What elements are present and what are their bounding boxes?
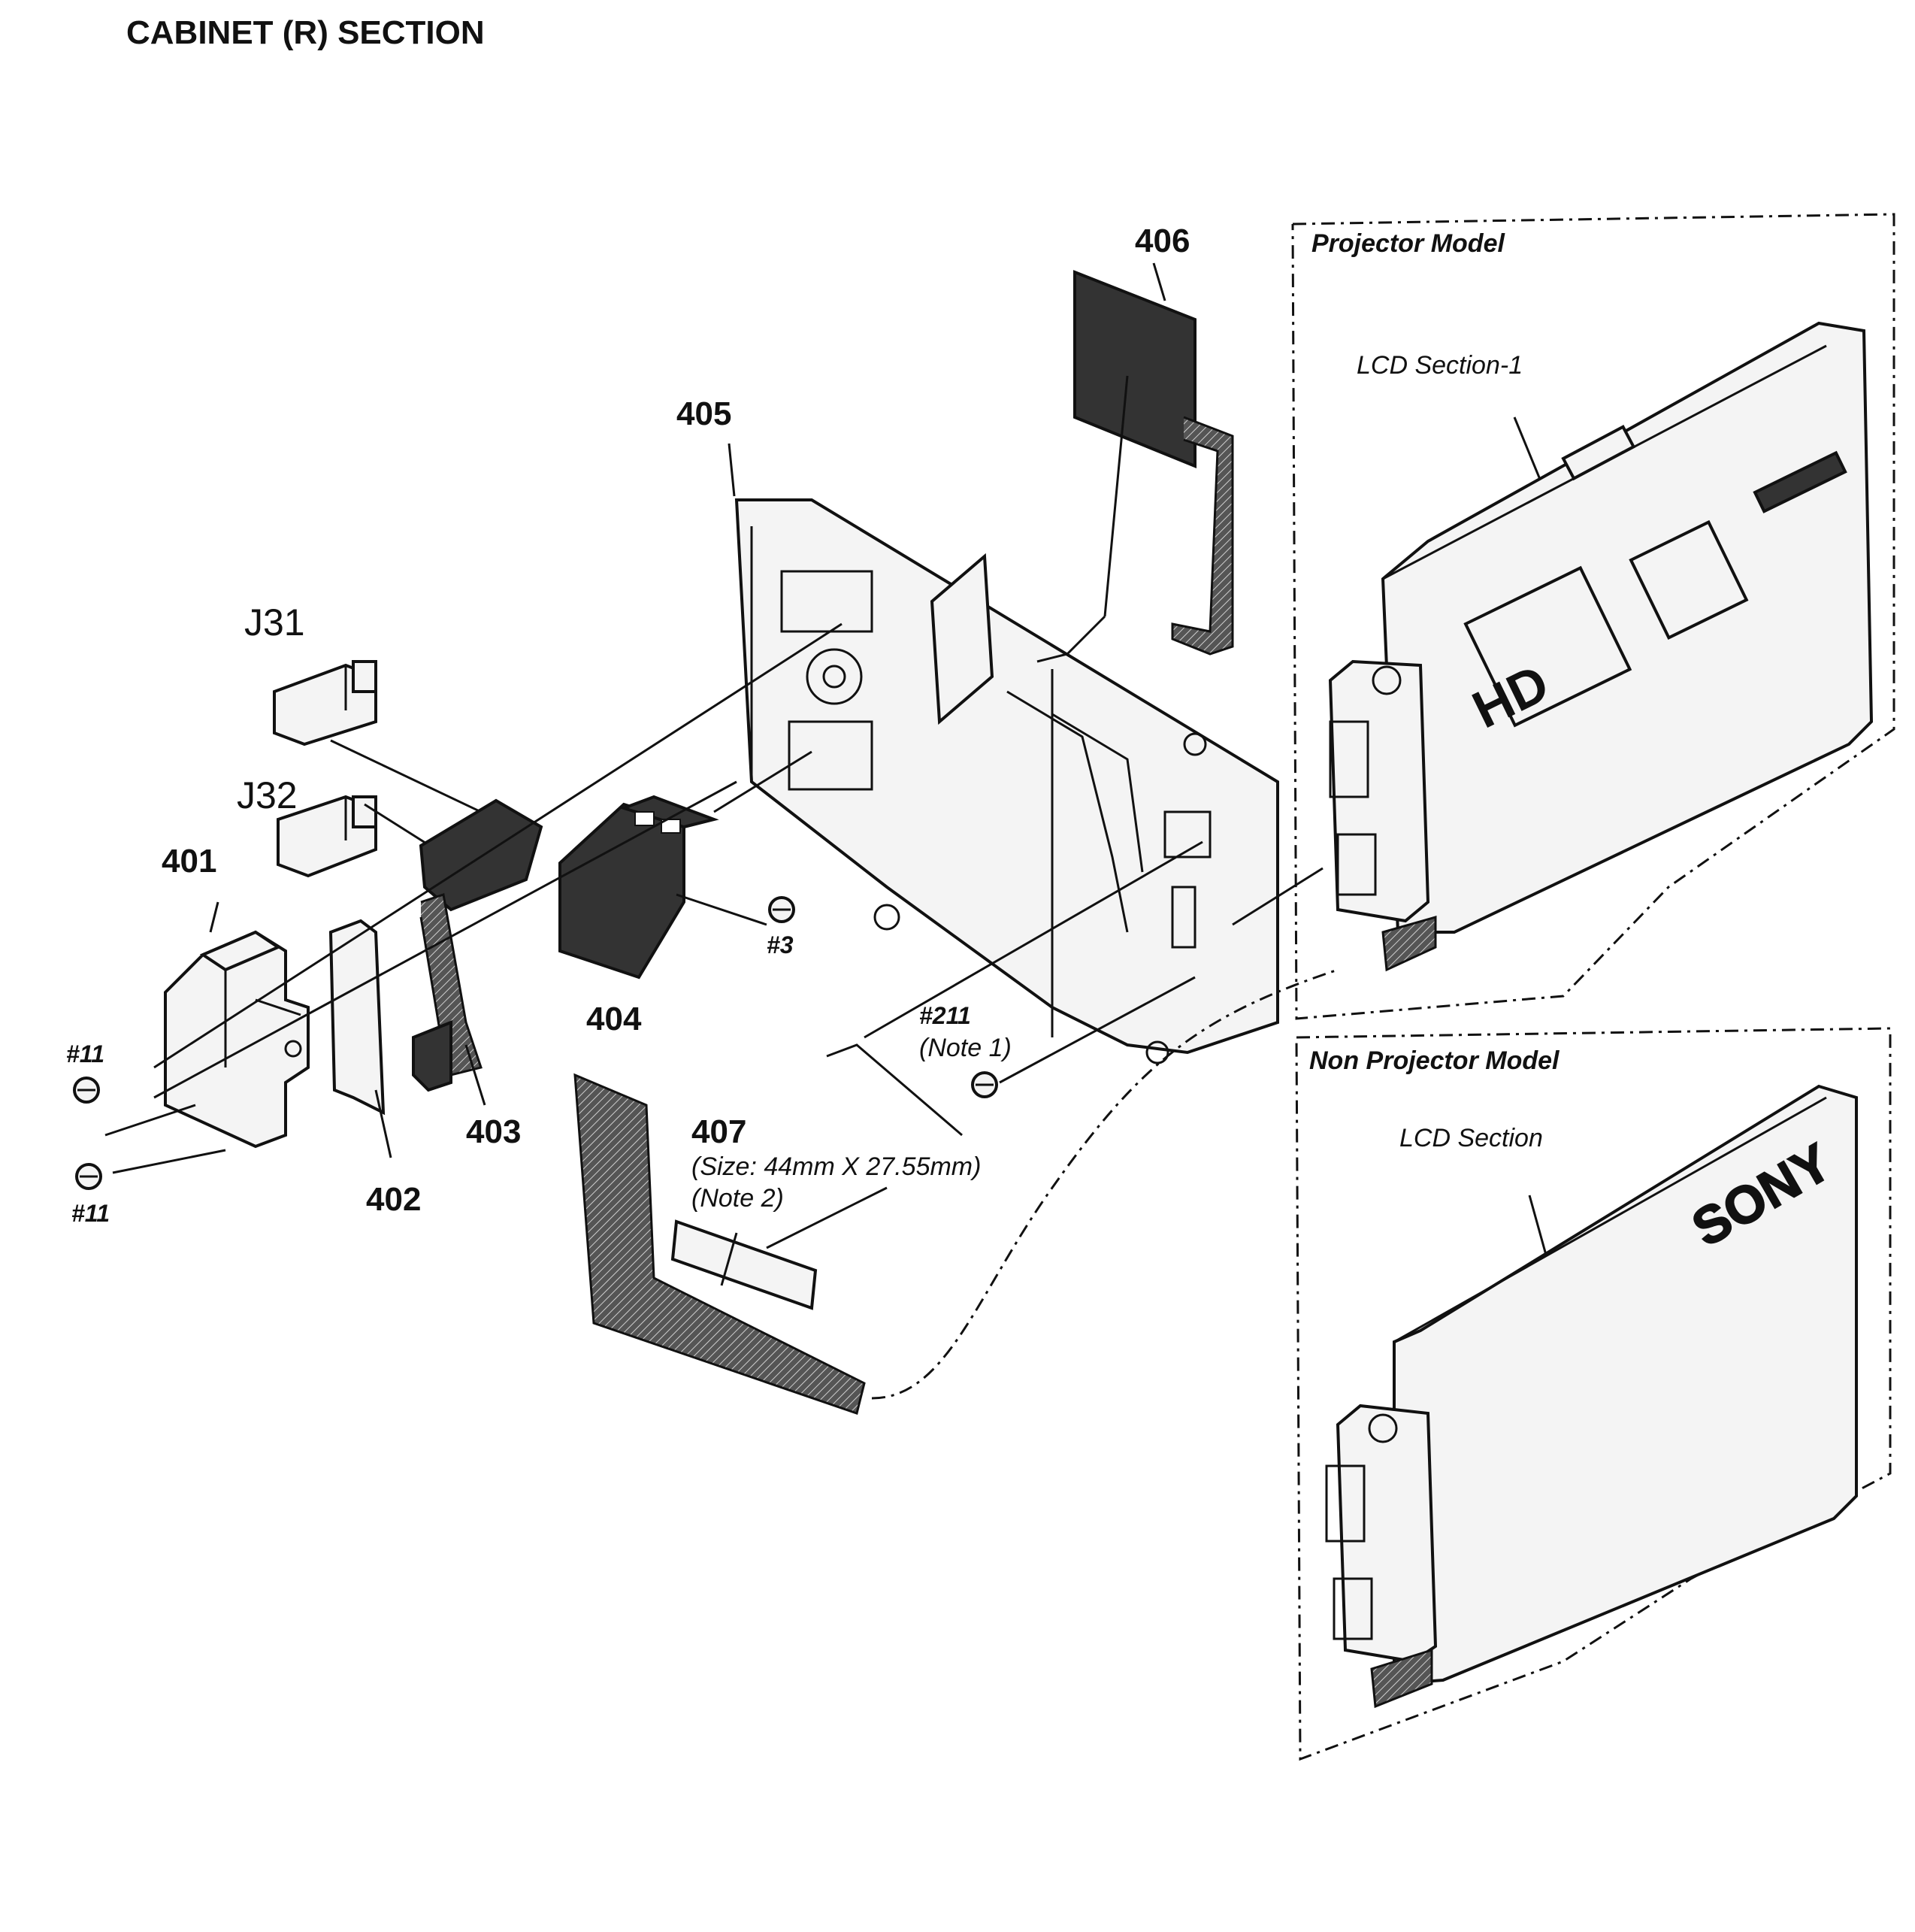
ribbon-part-407 <box>573 1073 866 1415</box>
leader-405 <box>728 443 736 497</box>
label-screw-211: #211 <box>919 1002 971 1029</box>
frame-part-405 <box>734 498 1279 1064</box>
label-402: 402 <box>366 1181 421 1218</box>
leader-406 <box>1152 262 1166 301</box>
screw-11-lower <box>75 1163 102 1190</box>
projector-model-title: Projector Model <box>1311 229 1505 258</box>
label-404: 404 <box>586 1001 642 1037</box>
screw-211 <box>971 1071 998 1098</box>
flex-board-part-406 <box>1073 270 1234 656</box>
jack-board-part-403 <box>412 798 543 1092</box>
projector-model-box <box>1291 213 1895 1020</box>
button-block-part-404 <box>558 795 719 980</box>
page-title: CABINET (R) SECTION <box>126 14 485 51</box>
screw-11-upper <box>73 1077 100 1104</box>
label-401: 401 <box>162 843 216 880</box>
label-403: 403 <box>466 1113 521 1150</box>
label-406: 406 <box>1135 223 1190 259</box>
label-j32: J32 <box>237 774 298 816</box>
label-note-1: (Note 1) <box>919 1034 1012 1062</box>
label-screw-11-upper: #11 <box>66 1040 104 1067</box>
lcd-section-1-projector: HD <box>1328 321 1874 972</box>
label-j31: J31 <box>244 601 305 643</box>
bracket-part-401 <box>164 930 310 1149</box>
label-note-2: (Note 2) <box>691 1184 784 1213</box>
non-projector-model-title: Non Projector Model <box>1309 1046 1560 1075</box>
sheet-part-402 <box>328 919 386 1116</box>
label-size-407: (Size: 44mm X 27.55mm) <box>691 1152 981 1181</box>
lcd-section-label: LCD Section <box>1399 1124 1543 1152</box>
jack-j31 <box>273 660 377 746</box>
label-screw-3: #3 <box>767 931 794 958</box>
label-screw-11-lower: #11 <box>71 1200 110 1227</box>
label-407: 407 <box>691 1113 746 1150</box>
leader-406-b <box>1103 375 1129 617</box>
label-405: 405 <box>676 395 731 432</box>
lcd-section-1-label: LCD Section-1 <box>1357 351 1523 380</box>
screw-3 <box>768 896 795 923</box>
lcd-section-non-projector: SONY <box>1325 1084 1858 1709</box>
